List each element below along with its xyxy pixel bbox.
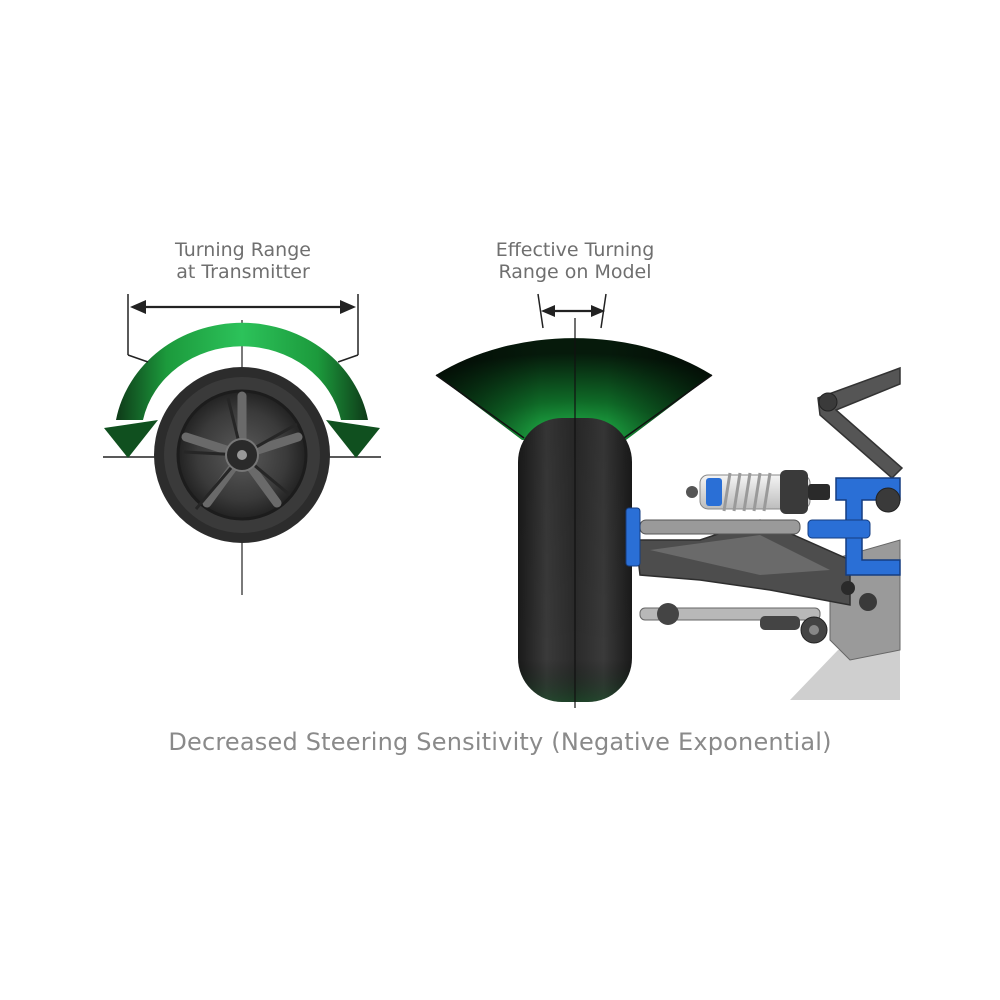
diagram-caption: Decreased Steering Sensitivity (Negative… — [168, 728, 832, 756]
model-wheel-group — [435, 293, 713, 708]
left-arrowhead-icon — [104, 420, 158, 458]
shock-absorber — [686, 470, 830, 514]
chassis-suspension — [625, 366, 904, 700]
model-label-line2: Range on Model — [498, 261, 652, 283]
transmitter-wheel-group — [103, 294, 381, 595]
blue-hub-carrier — [625, 507, 641, 567]
transmitter-range-label: Turning Range at Transmitter — [140, 239, 346, 283]
model-label-line1: Effective Turning — [495, 239, 655, 261]
model-range-label: Effective Turning Range on Model — [462, 239, 688, 283]
transmitter-range-arc — [116, 322, 368, 420]
transmitter-label-line2: at Transmitter — [176, 261, 310, 283]
transmitter-label-line1: Turning Range — [175, 239, 311, 261]
blue-bellcrank — [835, 477, 901, 576]
right-arrowhead-icon — [326, 420, 380, 458]
